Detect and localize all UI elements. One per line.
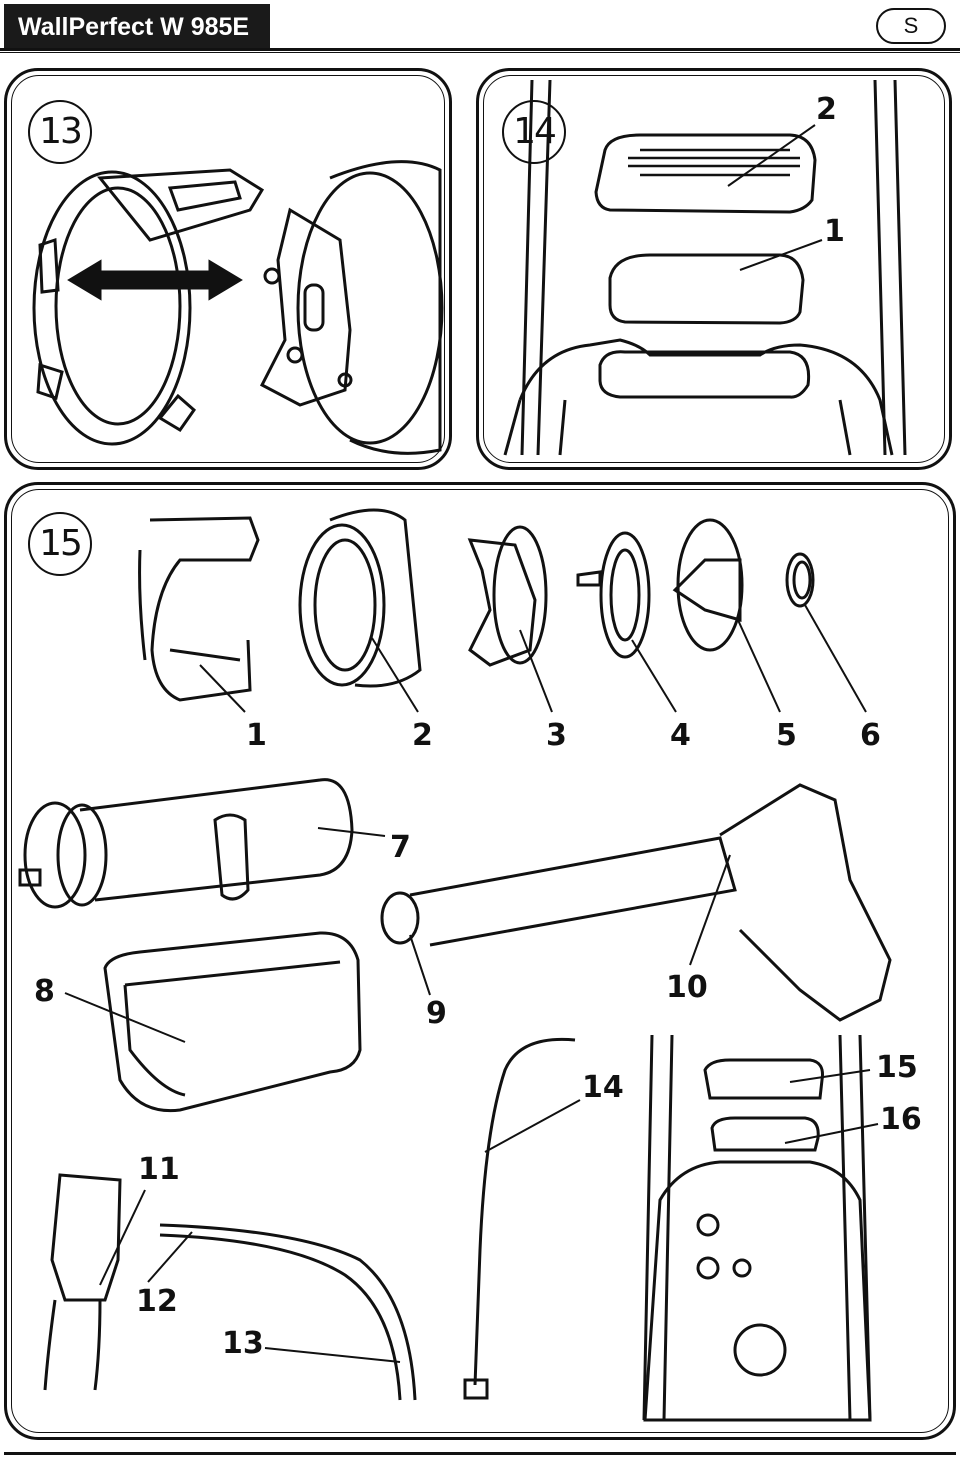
figure-14-step-number: 14 [502,100,566,164]
figure-15-callout-1: 1 [246,718,267,753]
figure-15-callout-9: 9 [426,996,447,1031]
header-rule [0,48,960,53]
figure-15-callout-2: 2 [412,718,433,753]
figure-13-step-number: 13 [28,100,92,164]
figure-15-callout-4: 4 [670,718,691,753]
document-title: WallPerfect W 985E [4,4,270,48]
figure-15-callout-15: 15 [876,1050,918,1085]
footer-rule [4,1452,956,1455]
figure-15-callout-16: 16 [880,1102,922,1137]
figure-15-callout-6: 6 [860,718,881,753]
figure-15-callout-14: 14 [582,1070,624,1105]
figure-15-callout-7: 7 [390,830,411,865]
figure-14-callout-lid: 2 [816,92,837,127]
figure-15-callout-11: 11 [138,1152,180,1187]
figure-15-callout-5: 5 [776,718,797,753]
figure-15-step-number: 15 [28,512,92,576]
language-badge: S [876,8,946,44]
figure-15-callout-12: 12 [136,1284,178,1319]
figure-15-callout-10: 10 [666,970,708,1005]
figure-15-callout-13: 13 [222,1326,264,1361]
figure-14-callout-filter: 1 [824,214,845,249]
figure-15-callout-8: 8 [34,974,55,1009]
figure-15-callout-3: 3 [546,718,567,753]
